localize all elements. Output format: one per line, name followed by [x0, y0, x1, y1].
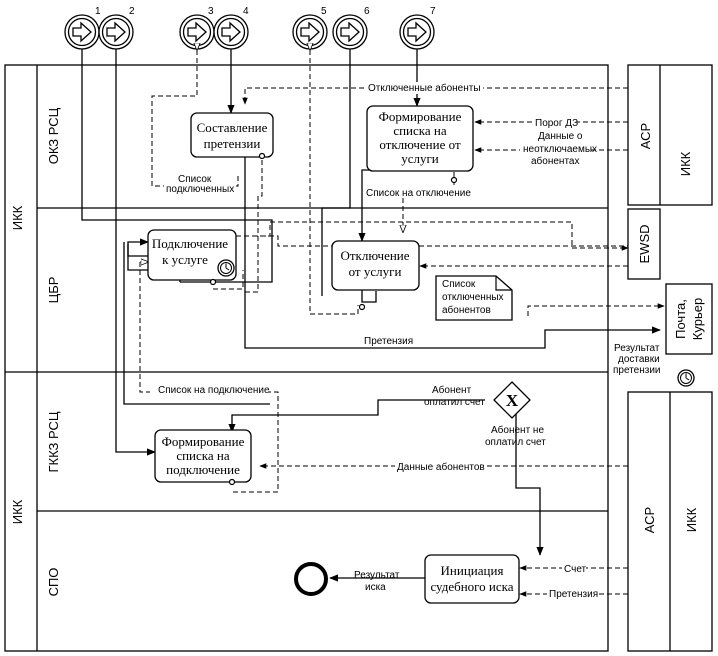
label-non-disconnect-1: Данные о — [538, 131, 583, 142]
label-paid-2: оплатил счет — [424, 397, 485, 408]
courier-timer-icon — [677, 369, 695, 387]
link-event-4[interactable] — [213, 14, 249, 50]
lane-label-spo: СПО — [46, 568, 61, 597]
task-claim-line1: Составление — [197, 120, 268, 135]
task-form-disconnect-line4: услуги — [401, 151, 439, 166]
link-event-5[interactable] — [292, 14, 328, 50]
label-claim-flow: Претензия — [364, 336, 413, 347]
timer-icon — [217, 259, 235, 277]
event-number-4: 4 — [243, 6, 249, 17]
task-lawsuit-line1: Инициация — [441, 563, 504, 578]
label-debt-threshold: Порог ДЗ — [535, 118, 578, 129]
label-delivery-1: Результат — [614, 343, 660, 354]
link-event-7[interactable] — [399, 14, 435, 50]
task-claim-line2: претензии — [204, 136, 261, 151]
link-event-1[interactable] — [64, 14, 100, 50]
label-invoice: Счет — [564, 564, 587, 575]
pool-label-bottom: ИКК — [10, 499, 25, 524]
task-form-disconnect-line2: списка на — [393, 123, 447, 138]
task-claim[interactable]: Составление претензии — [190, 112, 274, 158]
ikk-bottom-label: ИКК — [684, 507, 699, 532]
lane-label-okz: ОКЗ РСЦ — [46, 107, 61, 164]
label-connected-list-1: Список — [178, 174, 212, 185]
link-event-3[interactable] — [179, 14, 215, 50]
event-number-2: 2 — [129, 6, 135, 17]
left-pool — [4, 64, 609, 652]
link-event-6[interactable] — [332, 14, 368, 50]
event-number-3: 3 — [208, 6, 214, 17]
document-line2: отключенных — [442, 292, 504, 303]
exclusive-gateway[interactable]: X — [493, 381, 531, 419]
task-form-disconnect-line3: отключение от — [379, 137, 461, 152]
task-form-disconnect[interactable]: Формирование списка на отключение от усл… — [366, 105, 474, 172]
label-subscriber-data: Данные абонентов — [397, 461, 485, 473]
gateway-x-icon: X — [506, 391, 519, 410]
sequence-flows — [81, 49, 661, 582]
task-form-connect-line3: подключение — [166, 462, 240, 477]
document-line3: абонентов — [442, 304, 491, 316]
ewsd-pool — [627, 208, 661, 280]
lane-label-gkkz: ГККЗ РСЦ — [46, 411, 61, 472]
task-disconnect-line1: Отключение — [340, 248, 409, 263]
task-form-connect[interactable]: Формирование списка на подключение — [154, 429, 252, 483]
label-disconnect-list: Список на отключение — [366, 188, 471, 199]
label-not-paid-2: оплатил счет — [485, 437, 546, 448]
label-claim-in: Претензия — [549, 589, 598, 600]
label-lawsuit-result-2: иска — [365, 582, 386, 593]
task-form-connect-line1: Формирование — [162, 434, 245, 449]
label-connect-list: Список на подключение — [158, 385, 270, 396]
courier-pool — [665, 283, 713, 355]
label-delivery-3: претензии — [613, 365, 661, 376]
lane-label-cbr: ЦБР — [46, 277, 61, 304]
event-number-7: 7 — [430, 6, 436, 17]
task-lawsuit[interactable]: Инициация судебного иска — [424, 554, 520, 604]
event-number-1: 1 — [95, 6, 101, 17]
courier-label-1: Почта, — [673, 299, 688, 339]
task-lawsuit-line2: судебного иска — [430, 579, 513, 594]
task-connect[interactable]: Подключение к услуге — [147, 229, 237, 281]
right-pool-asr-top — [627, 64, 713, 206]
courier-label-2: Курьер — [690, 298, 705, 340]
end-event[interactable] — [294, 562, 328, 596]
event-number-6: 6 — [364, 6, 370, 17]
task-disconnect-line2: от услуги — [349, 264, 402, 279]
label-disconnected-subscribers: Отключенные абоненты — [368, 82, 481, 94]
document-disconnected-list: Список отключенных абонентов — [435, 275, 513, 321]
right-pool-asr-bottom — [627, 391, 713, 652]
task-form-disconnect-line1: Формирование — [379, 109, 462, 124]
task-markers — [209, 152, 458, 486]
pool-label-top: ИКК — [10, 205, 25, 230]
label-paid-1: Абонент — [432, 384, 472, 396]
label-lawsuit-result-1: Результат — [354, 570, 400, 581]
event-number-5: 5 — [321, 6, 327, 17]
asr-top-label: АСР — [638, 123, 653, 149]
label-non-disconnect-3: абонентах — [531, 155, 580, 167]
document-line1: Список — [442, 279, 476, 290]
label-not-paid-1: Абонент не — [491, 424, 544, 436]
task-disconnect[interactable]: Отключение от услуги — [331, 240, 420, 291]
link-event-2[interactable] — [98, 14, 134, 50]
task-connect-line1: Подключение — [152, 236, 228, 251]
ewsd-label: EWSD — [637, 225, 652, 264]
asr-bottom-label: АСР — [642, 507, 657, 533]
label-non-disconnect-2: неотключаемых — [523, 144, 597, 155]
task-connect-line2: к услуге — [162, 252, 208, 267]
label-delivery-2: доставки — [618, 354, 660, 365]
task-form-connect-line2: списка на — [176, 448, 230, 463]
ikk-top-label: ИКК — [678, 151, 693, 176]
link-events — [64, 14, 435, 50]
label-connected-list-2: подключенных — [166, 184, 234, 195]
